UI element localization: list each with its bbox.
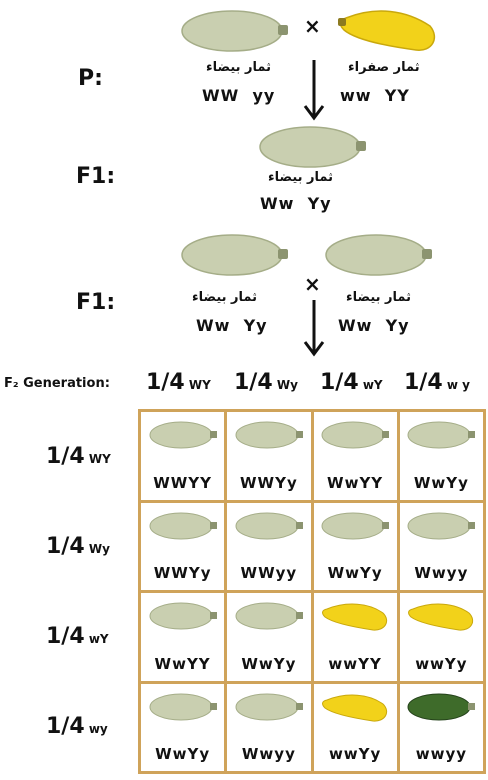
punnett-cell: WwYY xyxy=(313,412,397,500)
white-squash-icon xyxy=(407,421,476,449)
cell-genotype: Wwyy xyxy=(241,745,296,763)
white-squash-icon xyxy=(149,602,217,630)
arrow-down-icon xyxy=(303,300,325,357)
fraction-label: 1/4 xyxy=(320,370,359,395)
fraction-label: 1/4 xyxy=(404,370,443,395)
yellow-squash-icon xyxy=(338,10,436,51)
punnett-cell: Wwyy xyxy=(227,683,311,771)
white-squash-icon xyxy=(149,693,217,720)
gamete-label: wY xyxy=(84,632,109,646)
f1-left-phenotype: ثمار بيضاء xyxy=(192,290,258,305)
green-squash-icon xyxy=(407,693,476,720)
fraction-label: 1/4 xyxy=(46,714,85,739)
f1-genotype: Ww Yy xyxy=(260,194,332,213)
column-gamete-3: 1/4 wY xyxy=(320,370,383,395)
cell-genotype: WwYy xyxy=(413,473,469,492)
punnett-cell: WwYy xyxy=(227,593,311,681)
gamete-label: WY xyxy=(84,452,111,466)
white-squash-icon xyxy=(181,234,288,276)
punnett-cell: WWyy xyxy=(227,502,311,590)
p-right-phenotype: ثمار صفراء xyxy=(348,60,420,75)
gamete-label: w y xyxy=(442,378,470,392)
cell-genotype: WwYy xyxy=(241,654,297,673)
cell-genotype: WwYY xyxy=(327,473,384,492)
cell-genotype: WWyy xyxy=(240,564,298,582)
fraction-label: 1/4 xyxy=(46,624,85,649)
white-squash-icon xyxy=(235,693,303,720)
arrow-down-icon xyxy=(303,60,325,121)
punnett-cell: WwYy xyxy=(399,412,483,500)
cell-genotype: WWYY xyxy=(153,473,213,492)
column-gamete-1: 1/4 WY xyxy=(146,370,211,395)
row-gamete-1: 1/4 WY xyxy=(46,444,111,469)
f1-label: F1: xyxy=(76,164,116,189)
fraction-label: 1/4 xyxy=(234,370,273,395)
f1-right-phenotype: ثمار بيضاء xyxy=(346,290,412,305)
gamete-label: WY xyxy=(184,378,211,392)
cell-genotype: WWYy xyxy=(240,473,298,492)
punnett-cell: WWYY xyxy=(141,412,225,500)
row-gamete-2: 1/4 Wy xyxy=(46,534,110,559)
white-squash-icon xyxy=(181,10,288,52)
row-gamete-3: 1/4 wY xyxy=(46,624,109,649)
punnett-cell: WWYy xyxy=(141,502,225,590)
fraction-label: 1/4 xyxy=(46,444,85,469)
f1-phenotype: ثمار بيضاء xyxy=(268,170,334,185)
punnett-cell: WwYy xyxy=(141,683,225,771)
yellow-squash-icon xyxy=(322,603,388,631)
cell-genotype: WWYy xyxy=(153,564,212,582)
f1-cross-label: F1: xyxy=(76,290,116,315)
punnett-cell: WwYy xyxy=(313,502,397,590)
white-squash-icon xyxy=(321,421,390,449)
cell-genotype: Wwyy xyxy=(414,564,469,582)
white-squash-icon xyxy=(407,512,476,539)
white-squash-icon xyxy=(325,234,432,276)
yellow-squash-icon xyxy=(408,603,474,631)
p-right-genotype: ww YY xyxy=(340,86,410,105)
cross-symbol: × xyxy=(304,14,321,38)
f1-right-genotype: Ww Yy xyxy=(338,316,410,335)
white-squash-icon xyxy=(235,421,303,449)
cell-genotype: wwYY xyxy=(328,654,382,673)
cell-genotype: wwyy xyxy=(415,745,468,763)
p-left-genotype: WW yy xyxy=(202,86,276,105)
punnett-cell: wwyy xyxy=(399,683,483,771)
column-gamete-4: 1/4 w y xyxy=(404,370,470,395)
cell-genotype: wwYy xyxy=(415,654,468,673)
cross-symbol: × xyxy=(304,272,321,296)
punnett-cell: wwYy xyxy=(399,593,483,681)
gamete-label: Wy xyxy=(272,378,298,392)
punnett-cell: WwYY xyxy=(141,593,225,681)
white-squash-icon xyxy=(235,512,303,539)
punnett-cell: Wwyy xyxy=(399,502,483,590)
white-squash-icon xyxy=(235,602,303,630)
f2-label: F₂ Generation: xyxy=(4,376,110,391)
gamete-label: wY xyxy=(358,378,383,392)
white-squash-icon xyxy=(321,512,390,539)
white-squash-icon xyxy=(259,126,366,168)
p-left-phenotype: ثمار بيضاء xyxy=(206,60,272,75)
gamete-label: wy xyxy=(84,722,108,736)
cell-genotype: WwYy xyxy=(155,745,211,763)
white-squash-icon xyxy=(149,421,217,449)
white-squash-icon xyxy=(149,512,217,539)
fraction-label: 1/4 xyxy=(46,534,85,559)
column-gamete-2: 1/4 Wy xyxy=(234,370,298,395)
fraction-label: 1/4 xyxy=(146,370,185,395)
cell-genotype: wwYy xyxy=(328,745,382,763)
punnett-cell: wwYY xyxy=(313,593,397,681)
gamete-label: Wy xyxy=(84,542,110,556)
cell-genotype: WwYy xyxy=(327,564,383,582)
punnett-cell: WWYy xyxy=(227,412,311,500)
p-label: P: xyxy=(78,66,103,91)
yellow-squash-icon xyxy=(322,694,388,722)
cell-genotype: WwYY xyxy=(154,654,211,673)
punnett-cell: wwYy xyxy=(313,683,397,771)
row-gamete-4: 1/4 wy xyxy=(46,714,108,739)
f1-left-genotype: Ww Yy xyxy=(196,316,268,335)
